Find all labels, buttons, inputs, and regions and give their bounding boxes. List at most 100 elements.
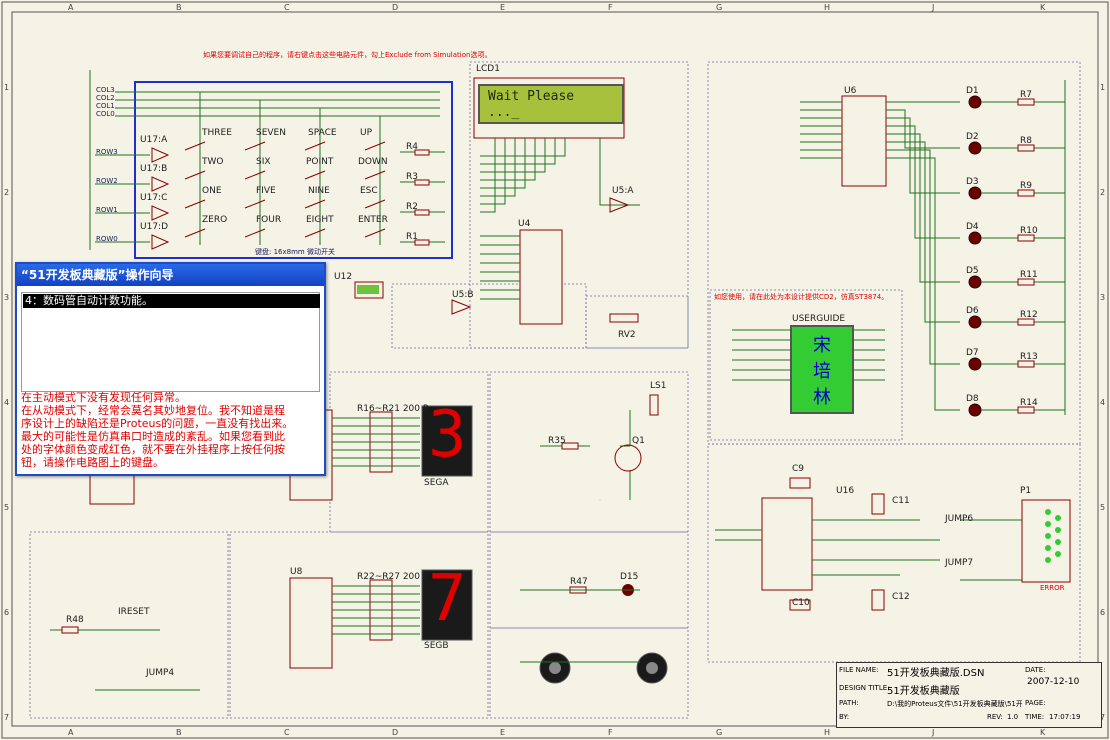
d5-label: D5: [966, 266, 979, 276]
svg-text:H: H: [824, 728, 830, 737]
jump6-label: JUMP6: [945, 514, 974, 524]
tb-path-label: PATH:: [839, 699, 859, 707]
u6-label: U6: [844, 86, 857, 96]
key-enter[interactable]: ENTER: [358, 215, 388, 225]
userguide-char-1: 宋: [813, 335, 831, 356]
operation-guide-dialog[interactable]: “51开发板典藏版”操作向导 4：数码管自动计数功能。 在主动模式下没有发现任何…: [15, 262, 326, 476]
u4-label: U4: [518, 219, 531, 229]
ireset-label: IRESET: [118, 607, 150, 617]
d4-label: D4: [966, 222, 979, 232]
key-space[interactable]: SPACE: [308, 128, 337, 138]
key-up[interactable]: UP: [360, 128, 373, 138]
r4-label: R4: [406, 142, 418, 152]
d8-label: D8: [966, 394, 979, 404]
tb-path: D:\我的Proteus文件\51开发板典藏版\51开发板典藏版.DSN: [887, 700, 1022, 708]
svg-text:E: E: [500, 728, 505, 737]
key-one[interactable]: ONE: [202, 186, 222, 196]
key-five[interactable]: FIVE: [256, 186, 276, 196]
key-four[interactable]: FOUR: [256, 215, 282, 225]
p1-label: P1: [1020, 486, 1032, 496]
d7-label: D7: [966, 348, 979, 358]
keypad-caption: 键盘: 16x8mm 微动开关: [255, 248, 335, 256]
key-seven[interactable]: SEVEN: [256, 128, 286, 138]
u8-chip: [289, 577, 333, 669]
tb-file-name-label: FILE NAME:: [839, 666, 879, 674]
dialog-title[interactable]: “51开发板典藏版”操作向导: [17, 264, 324, 286]
svg-text:3: 3: [4, 293, 9, 302]
rv2-label: RV2: [618, 330, 636, 340]
key-eight[interactable]: EIGHT: [306, 215, 334, 225]
r48-label: R48: [66, 615, 84, 625]
message-line-1: 在主动模式下没有发现任何异常。: [21, 391, 186, 404]
lcd-label: LCD1: [476, 64, 500, 74]
key-zero[interactable]: ZERO: [202, 215, 228, 225]
key-switches: [184, 141, 386, 238]
key-two[interactable]: TWO: [202, 157, 224, 167]
gate-label-b: U17:B: [140, 164, 168, 174]
row3-label: ROW3: [96, 148, 118, 156]
serial-caps: [789, 477, 885, 611]
d1-label: D1: [966, 86, 979, 96]
svg-text:G: G: [716, 3, 722, 12]
svg-text:E: E: [500, 3, 505, 12]
u5a-label: U5:A: [612, 186, 634, 196]
u4-wires: [480, 235, 520, 300]
svg-text:J: J: [931, 728, 934, 737]
segb-wires: [332, 585, 420, 635]
u4-chip: [519, 229, 563, 325]
tb-page-label: PAGE:: [1025, 699, 1046, 707]
top-red-note: 如果您要调试自己的程序，请右键点击这些电路元件，勾上Exclude from S…: [203, 51, 492, 59]
jump7-label: JUMP7: [945, 558, 974, 568]
svg-text:F: F: [608, 728, 613, 737]
function-list[interactable]: 4：数码管自动计数功能。: [21, 292, 320, 392]
key-nine[interactable]: NINE: [308, 186, 330, 196]
key-down[interactable]: DOWN: [358, 157, 388, 167]
gate-label-d: U17:D: [140, 222, 169, 232]
key-six[interactable]: SIX: [256, 157, 271, 167]
tb-time: 17:07:19: [1049, 713, 1081, 721]
tb-date: 2007-12-10: [1027, 677, 1080, 687]
r12-label: R12: [1020, 310, 1038, 320]
svg-text:3: 3: [1100, 293, 1105, 302]
dialog-message: 在主动模式下没有发现任何异常。 在从动模式下，经常会莫名其妙地复位。我不知道是程…: [21, 391, 321, 469]
svg-text:7: 7: [1100, 713, 1105, 722]
d15-label: D15: [620, 572, 639, 582]
message-line-5: 处的字体颜色变成红色，就不要在外挂程序上按任何按: [21, 443, 285, 456]
svg-text:1: 1: [1100, 83, 1105, 92]
r35-label: R35: [548, 436, 566, 446]
r35-resistor: [561, 442, 579, 450]
svg-text:A: A: [68, 3, 74, 12]
gate-label-a: U17:A: [140, 135, 168, 145]
function-list-selected-item[interactable]: 4：数码管自动计数功能。: [23, 294, 320, 308]
title-block: FILE NAME: 51开发板典藏版.DSN DESIGN TITLE: 51…: [836, 662, 1102, 728]
d6-label: D6: [966, 306, 979, 316]
svg-text:K: K: [1040, 728, 1046, 737]
r1-label: R1: [406, 232, 418, 242]
lcd-screen: Wait Please ..._: [478, 84, 624, 124]
jump4-label: JUMP4: [146, 668, 175, 678]
key-esc[interactable]: ESC: [360, 186, 378, 196]
c12-label: C12: [892, 592, 910, 602]
c11-label: C11: [892, 496, 910, 506]
row0-label: ROW0: [96, 235, 118, 243]
key-point[interactable]: POINT: [306, 157, 334, 167]
userguide-panel[interactable]: 宋 培 林: [790, 325, 854, 414]
svg-text:F: F: [608, 3, 613, 12]
row1-label: ROW1: [96, 206, 118, 214]
ls1-speaker: [649, 394, 659, 416]
error-label: ERROR: [1040, 584, 1065, 592]
lcd-body: [473, 77, 625, 139]
u16-chip: [761, 497, 813, 591]
r2-label: R2: [406, 202, 418, 212]
tb-design-label: DESIGN TITLE:: [839, 684, 890, 692]
svg-text:J: J: [931, 3, 934, 12]
key-three[interactable]: THREE: [202, 128, 232, 138]
lcd-wires: [480, 138, 640, 213]
r11-label: R11: [1020, 270, 1038, 280]
message-line-6: 钮，请操作电路图上的键盘。: [21, 456, 164, 469]
u5b-label: U5:B: [452, 290, 474, 300]
rv2-pot: [609, 313, 639, 323]
u6-wires: [800, 101, 960, 411]
